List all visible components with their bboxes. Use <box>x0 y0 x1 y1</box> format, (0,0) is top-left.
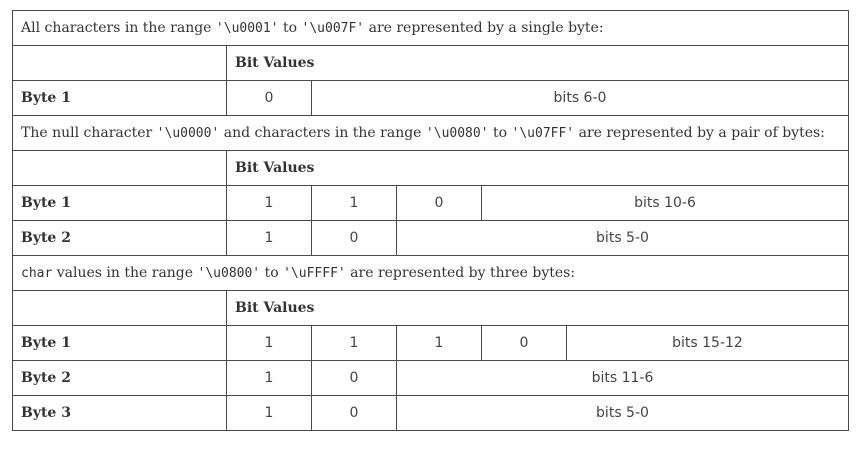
bit-values-header: Bit Values <box>226 150 849 186</box>
bit-cell: 0 <box>481 325 567 361</box>
bit-cell: 0 <box>226 80 312 116</box>
bits-range-cell: bits 15-12 <box>566 325 849 361</box>
byte-label: Byte 1 <box>12 185 227 221</box>
caption-text: and characters in the range <box>219 125 426 141</box>
section-caption: The null character '\u0000' and characte… <box>12 115 849 151</box>
table-row: Byte 1 1 1 1 0 bits 15-12 <box>12 325 849 361</box>
table-row: Byte 3 1 0 bits 5-0 <box>12 395 849 431</box>
header-row: Bit Values <box>12 290 849 326</box>
bit-cell: 1 <box>226 220 312 256</box>
bit-values-header: Bit Values <box>226 45 849 81</box>
table-row: Byte 1 1 1 0 bits 10-6 <box>12 185 849 221</box>
caption-text: values in the range <box>52 265 198 281</box>
code-literal: '\u007F' <box>301 21 365 36</box>
bit-cell: 0 <box>311 360 397 396</box>
utf8-encoding-table: All characters in the range '\u0001' to … <box>12 10 849 431</box>
table-row: Byte 2 1 0 bits 5-0 <box>12 220 849 256</box>
bit-cell: 0 <box>311 220 397 256</box>
empty-header-cell <box>12 45 227 81</box>
code-literal: '\u0001' <box>215 21 279 36</box>
bits-range-cell: bits 11-6 <box>396 360 849 396</box>
caption-text: are represented by a pair of bytes: <box>574 125 825 141</box>
byte-label: Byte 2 <box>12 220 227 256</box>
caption-row: char values in the range '\u0800' to '\u… <box>12 255 849 291</box>
byte-label: Byte 3 <box>12 395 227 431</box>
bit-cell: 1 <box>226 360 312 396</box>
code-literal: '\uFFFF' <box>283 266 346 281</box>
caption-text: The null character <box>21 125 157 141</box>
caption-row: The null character '\u0000' and characte… <box>12 115 849 151</box>
byte-label: Byte 2 <box>12 360 227 396</box>
bit-cell: 1 <box>396 325 482 361</box>
code-literal: '\u0000' <box>156 126 220 141</box>
caption-text: to <box>278 20 302 36</box>
section-caption: All characters in the range '\u0001' to … <box>12 10 849 46</box>
bit-cell: 1 <box>311 185 397 221</box>
bit-cell: 1 <box>226 395 312 431</box>
caption-text: are represented by a single byte: <box>364 20 604 36</box>
table-row: Byte 1 0 bits 6-0 <box>12 80 849 116</box>
header-row: Bit Values <box>12 45 849 81</box>
bits-range-cell: bits 5-0 <box>396 395 849 431</box>
empty-header-cell <box>12 290 227 326</box>
caption-text: All characters in the range <box>21 20 216 36</box>
bit-cell: 0 <box>311 395 397 431</box>
section-caption: char values in the range '\u0800' to '\u… <box>12 255 849 291</box>
caption-text: to <box>260 265 284 281</box>
table-row: Byte 2 1 0 bits 11-6 <box>12 360 849 396</box>
caption-text: to <box>488 125 512 141</box>
byte-label: Byte 1 <box>12 325 227 361</box>
bits-range-cell: bits 6-0 <box>311 80 849 116</box>
bit-cell: 1 <box>311 325 397 361</box>
bits-range-cell: bits 5-0 <box>396 220 849 256</box>
bit-cell: 0 <box>396 185 482 221</box>
bit-cell: 1 <box>226 325 312 361</box>
code-literal: '\u0800' <box>197 266 261 281</box>
byte-label: Byte 1 <box>12 80 227 116</box>
bit-cell: 1 <box>226 185 312 221</box>
code-literal: char <box>21 266 53 281</box>
code-literal: '\u0080' <box>425 126 489 141</box>
bit-values-header: Bit Values <box>226 290 849 326</box>
empty-header-cell <box>12 150 227 186</box>
caption-text: are represented by three bytes: <box>345 265 576 281</box>
header-row: Bit Values <box>12 150 849 186</box>
bits-range-cell: bits 10-6 <box>481 185 849 221</box>
code-literal: '\u07FF' <box>511 126 575 141</box>
caption-row: All characters in the range '\u0001' to … <box>12 10 849 46</box>
